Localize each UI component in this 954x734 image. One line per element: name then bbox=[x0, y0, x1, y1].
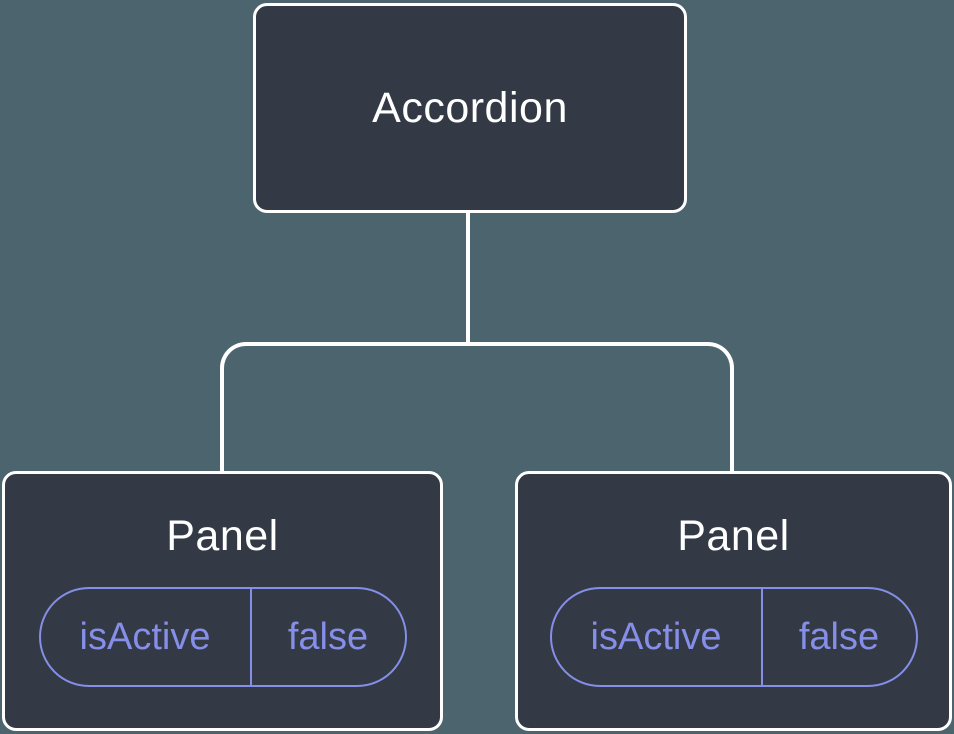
panel-node-label: Panel bbox=[677, 512, 790, 560]
connector-stem-line bbox=[466, 213, 470, 345]
accordion-node-label: Accordion bbox=[372, 83, 568, 132]
panel-node-left: Panel isActive false bbox=[2, 471, 443, 731]
accordion-node: Accordion bbox=[253, 3, 687, 213]
connector-bracket-line bbox=[220, 342, 734, 472]
state-key: isActive bbox=[41, 589, 252, 685]
state-pill: isActive false bbox=[38, 587, 407, 687]
state-value: false bbox=[798, 615, 880, 658]
state-key: isActive bbox=[552, 589, 763, 685]
state-pill: isActive false bbox=[549, 587, 918, 687]
state-value: false bbox=[287, 615, 369, 658]
panel-node-right: Panel isActive false bbox=[515, 471, 952, 731]
panel-node-label: Panel bbox=[166, 512, 279, 560]
